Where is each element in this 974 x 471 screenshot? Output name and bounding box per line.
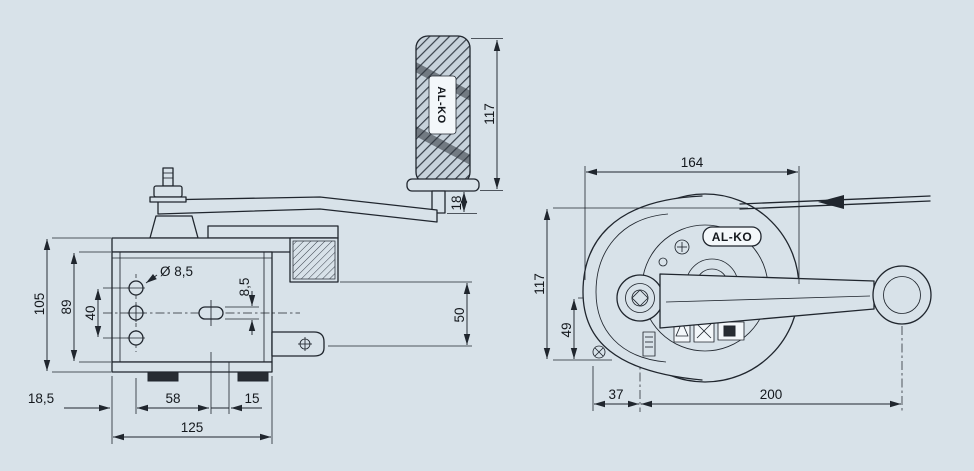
dim-label-base-width: 125 — [181, 420, 204, 435]
dim-plate-height: 89 — [59, 251, 111, 363]
dim-label-arm-offset: 18 — [449, 195, 464, 210]
brand-plate: AL-KO — [702, 226, 762, 247]
dim-housing-height: 117 — [532, 207, 748, 361]
dim-label-edge-to-hole: 18,5 — [28, 391, 54, 406]
housing-lobe — [582, 195, 703, 381]
dim-arm-offset: 18 — [447, 192, 477, 214]
grip-brand-label — [428, 75, 457, 135]
dim-grip-height: 117 — [471, 38, 503, 191]
dim-label-slot-to-edge: 15 — [244, 391, 259, 406]
dim-hole-diameter: Ø 8,5 — [145, 264, 193, 284]
label-pictogram-icon — [723, 325, 736, 337]
dim-label-hole-to-slot: 58 — [165, 391, 180, 406]
dim-label-hub-offset: 37 — [608, 387, 623, 402]
dim-label-drum-height: 50 — [452, 307, 467, 322]
small-info-label — [642, 331, 656, 357]
dim-label-handle-reach: 200 — [760, 387, 783, 402]
grip-shaft — [431, 190, 446, 214]
cable-drum-side — [289, 237, 339, 283]
hub — [616, 274, 664, 322]
rivet-icon — [658, 257, 668, 267]
handle-grip-front — [872, 265, 932, 325]
dim-label-plate-height: 89 — [59, 299, 74, 314]
bolt-icon — [674, 239, 690, 255]
dim-label-hub-height: 49 — [559, 322, 574, 337]
dim-slot-height: 8,5 — [225, 278, 259, 335]
left-view: AL-KO — [28, 35, 503, 444]
dim-label-housing-width: 164 — [681, 155, 704, 170]
dim-body-height: 105 — [32, 237, 111, 373]
dim-label-hole-spacing: 40 — [83, 305, 98, 320]
dim-label-hole-diameter: Ø 8,5 — [160, 264, 193, 279]
brand-text-grip: AL-KO — [435, 86, 447, 123]
dimensions-right: 164 117 49 37 200 — [532, 155, 901, 411]
dimensions-left: 117 18 105 89 — [28, 38, 503, 444]
foot-right — [237, 371, 269, 382]
dim-hub-height: 49 — [559, 299, 578, 359]
dim-label-body-height: 105 — [32, 293, 47, 316]
handle-assembly — [659, 265, 932, 329]
dim-handle-reach: 200 — [641, 387, 901, 408]
cable-direction-arrow-icon — [818, 195, 844, 209]
dim-hole-spacing: 40 — [83, 287, 128, 339]
foot-left — [147, 371, 179, 382]
crank-arm — [157, 196, 438, 223]
brand-text-housing: AL-KO — [712, 230, 753, 244]
dim-hub-offset: 37 — [592, 366, 639, 411]
cable — [739, 195, 931, 210]
dim-drum-height: 50 — [328, 281, 472, 347]
dim-bottom-chain: 18,5 58 15 125 — [28, 352, 273, 444]
dim-label-grip-height: 117 — [482, 103, 497, 125]
bottom-flange — [111, 361, 273, 373]
mounting-screw — [592, 345, 606, 359]
right-view: AL-KO 164 — [532, 155, 932, 412]
dim-housing-width: 164 — [584, 155, 800, 284]
warning-triangle-icon — [675, 321, 689, 337]
ratchet-bar — [207, 225, 339, 239]
dim-label-slot-height: 8,5 — [237, 278, 252, 297]
crank-handle-grip: AL-KO — [406, 35, 480, 214]
lower-bracket — [271, 331, 325, 357]
handle-arm — [659, 273, 875, 329]
dim-label-housing-height: 117 — [532, 273, 547, 295]
grip-flange — [406, 178, 480, 192]
mounting-holes — [103, 274, 300, 352]
